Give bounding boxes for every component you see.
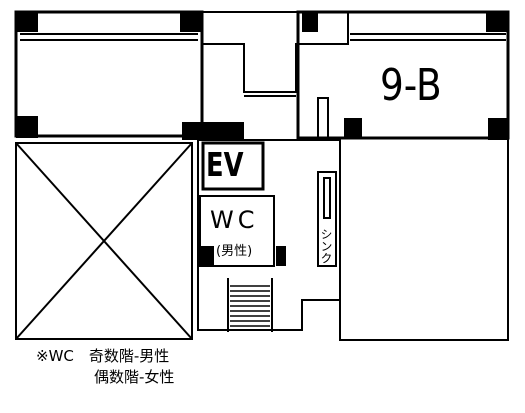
restroom-room [199,195,275,267]
sink-area [317,171,337,267]
elevator-shaft [201,141,265,191]
lower-right-room [339,137,509,341]
atrium-void [15,142,193,340]
upper-corridor [202,11,349,93]
sink-fixture [323,177,331,219]
sink-label: シンク [319,228,333,264]
stair-treads [230,285,270,327]
structural-columns [16,12,508,266]
restroom-label: WC [210,206,259,234]
elevator-label: EV [206,145,244,184]
note-line-1: ※WC 奇数階-男性 [36,347,170,365]
unit-label: 9-B [380,60,442,111]
restroom-sub-label: (男性) [216,244,253,259]
door-strip [317,97,329,141]
office-room-left [14,10,204,138]
void-diagonal-b [15,142,193,340]
core-outline [197,139,341,331]
note-line-2: 偶数階-女性 [94,368,175,386]
